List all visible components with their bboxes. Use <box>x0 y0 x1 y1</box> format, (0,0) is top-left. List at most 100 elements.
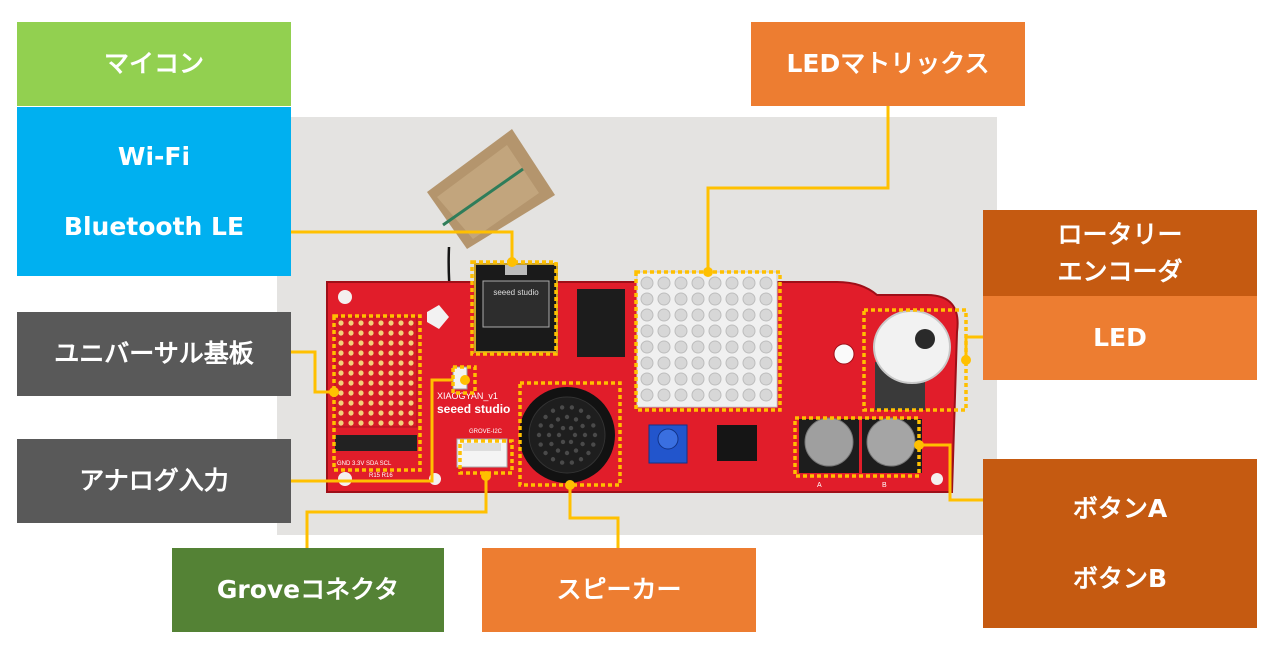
perf-hole <box>378 390 384 396</box>
matrix-led <box>725 292 739 306</box>
perfboard <box>334 316 418 428</box>
matrix-led <box>640 324 654 338</box>
perf-hole <box>378 350 384 356</box>
perf-hole <box>388 330 394 336</box>
matrix-led <box>759 372 773 386</box>
matrix-led <box>759 356 773 370</box>
perf-hole <box>398 410 404 416</box>
speaker-hole <box>538 423 543 428</box>
matrix-led <box>691 324 705 338</box>
speaker-label: スピーカー <box>482 548 756 632</box>
perf-hole <box>388 320 394 326</box>
perf-hole <box>388 350 394 356</box>
speaker-hole <box>550 408 556 413</box>
perf-hole <box>348 400 354 406</box>
matrix-led <box>725 308 739 322</box>
speaker-hole <box>592 432 598 438</box>
resistor-label-silk: R15 R16 <box>369 473 393 479</box>
perf-hole <box>388 410 394 416</box>
matrix-led <box>674 276 688 290</box>
perf-hole <box>338 390 344 396</box>
perf-hole <box>378 410 384 416</box>
perf-hole <box>378 330 384 336</box>
perf-hole <box>378 340 384 346</box>
perf-hole <box>358 390 364 396</box>
xiao-module: seeed studio <box>474 263 558 353</box>
matrix-led <box>759 340 773 354</box>
speaker-hole <box>556 432 562 438</box>
perf-hole <box>388 370 394 376</box>
button-b-label: ボタンB <box>1072 564 1168 594</box>
perf-hole <box>338 420 344 426</box>
matrix-led <box>742 292 756 306</box>
pcb: GND 3.3V SDA SCL R15 R16 seeed studio XI… <box>326 263 959 493</box>
perf-hole <box>408 360 414 366</box>
matrix-led <box>708 292 722 306</box>
matrix-led <box>691 388 705 402</box>
perf-hole <box>408 320 414 326</box>
matrix-led <box>657 276 671 290</box>
perf-hole <box>358 400 364 406</box>
led-matrix-label: LEDマトリックス <box>751 22 1025 106</box>
matrix-led <box>725 372 739 386</box>
perf-hole <box>348 330 354 336</box>
perf-hole <box>398 380 404 386</box>
perf-hole <box>408 390 414 396</box>
matrix-led <box>725 340 739 354</box>
perf-hole <box>358 420 364 426</box>
perf-hole <box>358 340 364 346</box>
matrix-led <box>691 276 705 290</box>
matrix-led <box>691 372 705 386</box>
matrix-led <box>691 356 705 370</box>
matrix-led <box>742 340 756 354</box>
matrix-led <box>657 308 671 322</box>
speaker-hole <box>569 405 575 410</box>
perf-hole <box>358 380 364 386</box>
perf-hole <box>348 350 354 356</box>
rotary-label-line1: ロータリー <box>1057 219 1183 249</box>
mcu-label: マイコン <box>17 22 291 106</box>
grove-silk: GROVE-I2C <box>469 429 503 435</box>
matrix-led <box>725 324 739 338</box>
perf-hole <box>388 360 394 366</box>
perf-hole <box>348 370 354 376</box>
matrix-led <box>691 340 705 354</box>
perf-hole <box>398 350 404 356</box>
perf-hole <box>348 390 354 396</box>
matrix-led <box>657 388 671 402</box>
analog-input-label: アナログ入力 <box>17 439 291 523</box>
matrix-led <box>742 308 756 322</box>
matrix-led <box>640 340 654 354</box>
matrix-led <box>759 388 773 402</box>
speaker-hole <box>569 460 575 465</box>
perf-hole <box>388 380 394 386</box>
speaker-hole <box>582 432 588 438</box>
speaker-body <box>519 387 615 483</box>
matrix-led <box>640 276 654 290</box>
matrix-led <box>674 356 688 370</box>
matrix-led <box>640 292 654 306</box>
perf-hole <box>408 350 414 356</box>
perf-hole <box>388 390 394 396</box>
perf-hole <box>378 360 384 366</box>
perf-hole <box>388 400 394 406</box>
brand-silk: seeed studio <box>437 402 510 416</box>
matrix-led <box>759 276 773 290</box>
perf-hole <box>398 370 404 376</box>
matrix-led <box>708 276 722 290</box>
perf-hole <box>368 400 374 406</box>
perf-hole <box>368 370 374 376</box>
matrix-led <box>759 308 773 322</box>
perf-hole <box>338 330 344 336</box>
perf-hole <box>408 420 414 426</box>
matrix-led <box>657 356 671 370</box>
perf-hole <box>388 340 394 346</box>
matrix-led <box>674 340 688 354</box>
matrix-led <box>691 308 705 322</box>
perf-hole <box>408 410 414 416</box>
matrix-led <box>657 324 671 338</box>
perf-hole <box>368 330 374 336</box>
matrix-led <box>742 324 756 338</box>
perf-hole <box>348 410 354 416</box>
